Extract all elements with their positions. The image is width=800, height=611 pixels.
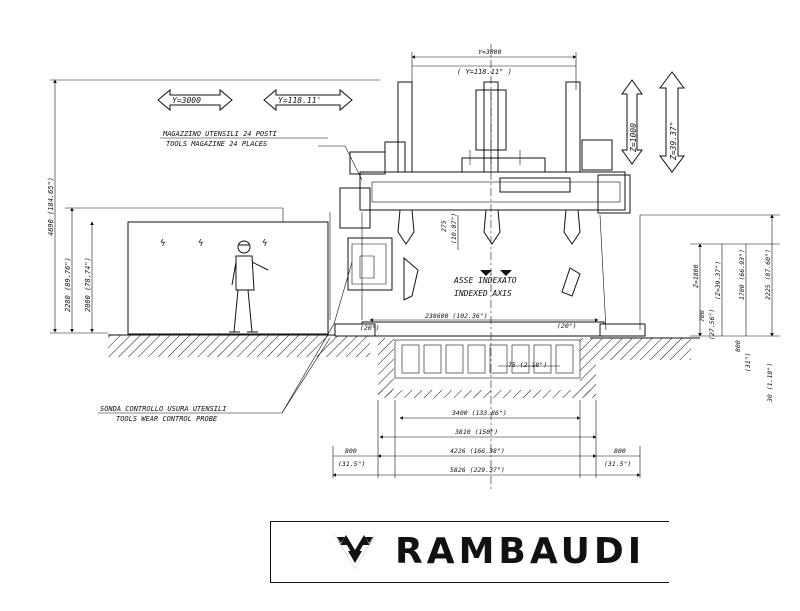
angle-left-dim: (20°) [360, 324, 380, 332]
indexed-axis-label-en: INDEXED AXIS [454, 289, 512, 298]
y-travel-mm-label: Y=3000 [478, 48, 502, 56]
fence-height-dim-2: 2000 (78.74") [84, 257, 92, 312]
wear-probe-callout: SONDA CONTROLLO USURA UTENSILI TOOLS WEA… [98, 261, 353, 423]
bottom-dim-1: 3400 (133.86") [451, 409, 507, 417]
z-travel-inch-label: Z=39.37" [669, 121, 678, 161]
slot-dim: 75 (2.18") [508, 361, 547, 369]
y-travel-arrows: Y=3000 Y=118.11' [157, 88, 353, 112]
probe-label-en: TOOLS WEAR CONTROL PROBE [116, 415, 218, 423]
lightning-icon-2: ϟ [198, 239, 203, 249]
triple-triangle-logo-icon [335, 535, 375, 569]
spindle-heads [329, 209, 641, 331]
z-1800-dim: Z=1800 [692, 264, 700, 289]
magazine-label-it: MAGAZZINO UTENSILI 24 POSTI [162, 130, 278, 138]
y-arrow-mm-label: Y=3000 [172, 96, 201, 105]
table-bed [334, 321, 646, 379]
magazine-label-en: TOOLS MAGAZINE 24 PLACES [166, 140, 267, 148]
table-width-dim: 238600 (102.36") [425, 312, 488, 320]
dim-800-right-inch: (31") [744, 352, 752, 372]
z-travel-arrows: Z=1000 Z=39.37" [621, 71, 685, 173]
right-margin-dim-inch: (31.5") [604, 460, 631, 468]
y-arrow-inch-label: Y=118.11' [278, 96, 321, 105]
left-margin-dim: 800 [345, 447, 357, 455]
dim-30: 30 (1.18") [766, 363, 774, 403]
overall-height-dim: 4690 (184.65") [47, 177, 55, 236]
dim-1700: 1700 (66.93") [738, 249, 746, 300]
spindle-dimension: 275 (10.87") [440, 213, 459, 250]
brand-frame [270, 521, 669, 583]
bottom-dim-4: 5826 (229.37") [450, 466, 505, 474]
brand-name: RAMBAUDI [395, 531, 646, 572]
indexed-axis-label-it: ASSE INDEXATO [453, 276, 517, 285]
lightning-icon-1: ϟ [160, 239, 165, 249]
operator-figure [229, 240, 269, 333]
right-margin-dim: 800 [614, 447, 626, 455]
bottom-dim-2: 3810 (150") [454, 428, 498, 436]
right-dimensions: Z=1800 (Z=39.37") 1700 (66.93") 2225 (87… [640, 214, 780, 403]
angle-right-dim: (20°) [557, 322, 577, 330]
gantry-beam [339, 139, 631, 229]
spindle-dim-mm: 275 [440, 220, 448, 232]
left-margin-dim-inch: (31.5") [338, 460, 365, 468]
spindle-dim-inch: (10.87") [450, 213, 458, 244]
y-travel-inch-label: ( Y=118.11" ) [457, 68, 512, 76]
table-dimensions: 238600 (102.36") (20°) (20°) 75 (2.18") [360, 312, 599, 369]
probe-label-it: SONDA CONTROLLO USURA UTENSILI [100, 405, 227, 413]
ground-hatch [108, 334, 700, 398]
dim-800-right: 800 [734, 340, 742, 352]
indexed-axis-callout: ASSE INDEXATO INDEXED AXIS [453, 270, 517, 298]
lightning-icon-3: ϟ [262, 239, 267, 249]
z-1800-inch-dim: (Z=39.37") [714, 261, 722, 300]
dim-700: 700 [698, 310, 706, 322]
bottom-dimensions: 3400 (133.86") 3810 (150") 4226 (166.38"… [332, 400, 641, 478]
z-travel-mm-label: Z=1000 [629, 123, 638, 153]
fence-height-dim-1: 2280 (89.76") [64, 257, 72, 312]
dim-2225: 2225 (87.60") [764, 249, 772, 300]
bottom-dim-3: 4226 (166.38") [450, 447, 505, 455]
top-y-dimension: Y=3000 ( Y=118.11" ) [411, 48, 577, 90]
left-dimensions: 4690 (184.65") 2280 (89.76") 2000 (78.74… [47, 79, 380, 334]
tools-magazine-callout: MAGAZZINO UTENSILI 24 POSTI TOOLS MAGAZI… [160, 130, 363, 181]
safety-fence: ϟ ϟ ϟ [65, 207, 329, 335]
dim-700-inch: (27.56") [708, 309, 716, 340]
